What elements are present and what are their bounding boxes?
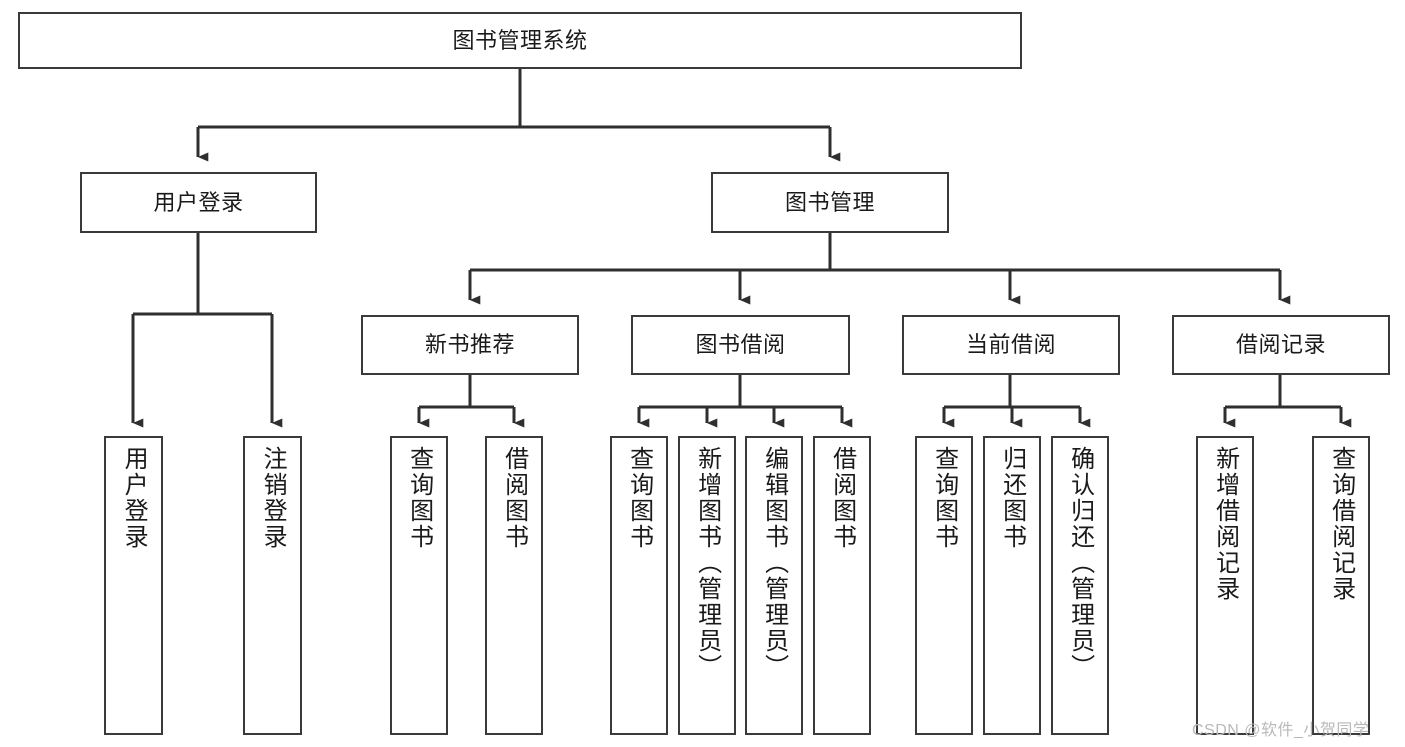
node-root-label: 图书管理系统: [452, 27, 588, 53]
leaf-add-book-admin-label: 新增图书（管理员）: [693, 446, 721, 680]
csdn-watermark: CSDN @软件_小贺同学: [1192, 722, 1370, 739]
leaf-query-book-3[interactable]: 查询图书: [915, 436, 973, 735]
leaf-borrow-book-2-label: 借阅图书: [828, 446, 856, 550]
node-book-borrow-label: 图书借阅: [695, 332, 786, 358]
leaf-query-book-2-label: 查询图书: [625, 446, 653, 550]
leaf-query-book-3-label: 查询图书: [930, 446, 958, 550]
leaf-query-book-1[interactable]: 查询图书: [390, 436, 448, 735]
node-book-borrow[interactable]: 图书借阅: [631, 315, 850, 375]
leaf-return-book[interactable]: 归还图书: [983, 436, 1041, 735]
leaf-query-borrow-record-label: 查询借阅记录: [1327, 446, 1355, 602]
node-new-book-recommend[interactable]: 新书推荐: [361, 315, 579, 375]
leaf-user-login[interactable]: 用户登录: [104, 436, 163, 735]
node-current-borrow-label: 当前借阅: [965, 332, 1056, 358]
node-new-book-recommend-label: 新书推荐: [424, 332, 515, 358]
leaf-logout-login-label: 注销登录: [259, 446, 287, 550]
node-root[interactable]: 图书管理系统: [18, 12, 1022, 69]
node-user-login[interactable]: 用户登录: [80, 172, 317, 233]
node-book-management-label: 图书管理: [784, 189, 875, 215]
leaf-add-borrow-record-label: 新增借阅记录: [1211, 446, 1239, 602]
leaf-confirm-return-admin[interactable]: 确认归还（管理员）: [1051, 436, 1109, 735]
leaf-borrow-book-1-label: 借阅图书: [500, 446, 528, 550]
node-current-borrow[interactable]: 当前借阅: [902, 315, 1120, 375]
leaf-add-borrow-record[interactable]: 新增借阅记录: [1196, 436, 1254, 735]
leaf-edit-book-admin[interactable]: 编辑图书（管理员）: [745, 436, 803, 735]
node-borrow-record-label: 借阅记录: [1235, 332, 1326, 358]
leaf-edit-book-admin-label: 编辑图书（管理员）: [760, 446, 788, 680]
leaf-query-borrow-record[interactable]: 查询借阅记录: [1312, 436, 1370, 735]
node-book-management[interactable]: 图书管理: [711, 172, 949, 233]
leaf-query-book-1-label: 查询图书: [405, 446, 433, 550]
leaf-return-book-label: 归还图书: [998, 446, 1026, 550]
leaf-confirm-return-admin-label: 确认归还（管理员）: [1066, 446, 1094, 680]
node-user-login-label: 用户登录: [153, 189, 244, 215]
leaf-query-book-2[interactable]: 查询图书: [610, 436, 668, 735]
leaf-user-login-label: 用户登录: [120, 446, 148, 550]
leaf-borrow-book-2[interactable]: 借阅图书: [813, 436, 871, 735]
leaf-logout-login[interactable]: 注销登录: [243, 436, 302, 735]
leaf-borrow-book-1[interactable]: 借阅图书: [485, 436, 543, 735]
node-borrow-record[interactable]: 借阅记录: [1172, 315, 1390, 375]
leaf-add-book-admin[interactable]: 新增图书（管理员）: [678, 436, 736, 735]
